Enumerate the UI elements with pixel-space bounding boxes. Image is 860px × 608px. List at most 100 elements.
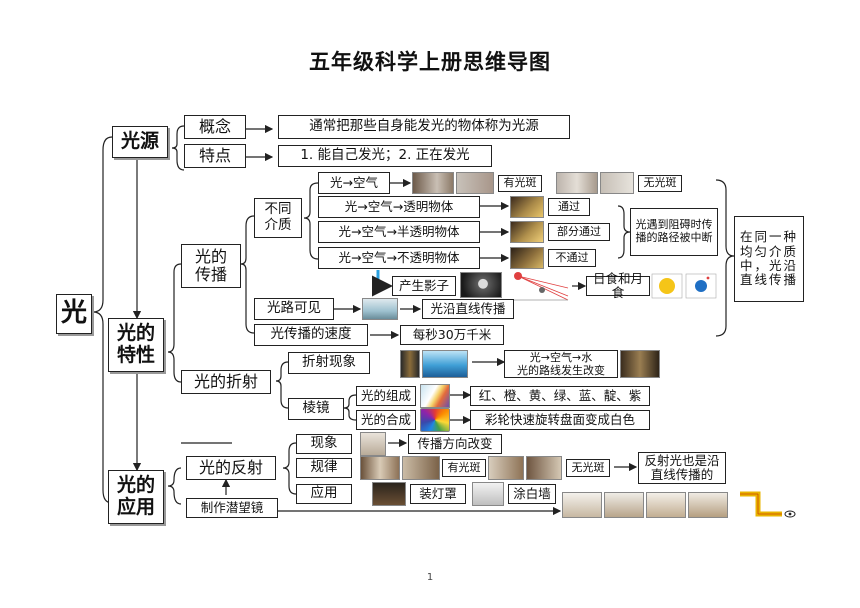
law-photo-1 [360, 456, 400, 480]
reflection-phenomenon-label: 现象 [310, 435, 338, 452]
refraction-photo-3 [620, 350, 660, 378]
spot-yes-text: 有光斑 [503, 176, 537, 190]
light-source-label: 光源 [120, 130, 159, 153]
badge-spot-no: 无光斑 [638, 175, 682, 192]
badge-no-pass: 不通过 [548, 249, 596, 267]
node-light-application: 光的应用 [108, 470, 164, 524]
color-wheel-text: 彩轮快速旋转盘面变成白色 [484, 411, 635, 427]
node-feature: 特点 [184, 144, 246, 168]
badge-spot-yes: 有光斑 [498, 175, 542, 192]
node-medium-transparent: 光→空气→透明物体 [318, 196, 480, 218]
light-synthesis-label: 光的合成 [360, 411, 411, 427]
spot-no-text: 无光斑 [643, 176, 677, 190]
page-title: 五年级科学上册思维导图 [309, 50, 551, 74]
node-conclusion: 在同一种均匀介质中，光沿直线传播 [734, 216, 804, 302]
medium-opaque-label: 光→空气→不透明物体 [338, 249, 460, 265]
node-obstacle: 光遇到阻碍时传播的路径被中断 [630, 208, 718, 256]
node-reflection: 光的反射 [186, 456, 276, 480]
experiment-photo-no-spot [556, 172, 598, 194]
conclusion-text: 在同一种均匀介质中，光沿直线传播 [739, 229, 798, 288]
experiment-photo-no-spot-2 [600, 172, 634, 194]
page-number: 1 [426, 572, 434, 583]
experiment-photo-transparent [510, 196, 544, 218]
node-light-source: 光源 [112, 126, 168, 158]
concept-text: 通常把那些自身能发光的物体称为光源 [309, 118, 539, 135]
law-photo-4 [526, 456, 562, 480]
experiment-photo-translucent [510, 221, 544, 243]
node-periscope: 制作潜望镜 [186, 498, 278, 518]
experiment-photo-air [412, 172, 454, 194]
node-propagation: 光的传播 [181, 244, 241, 288]
refraction-phenomenon-label: 折射现象 [302, 354, 356, 371]
periscope-diagram [740, 491, 796, 518]
node-color-wheel: 彩轮快速旋转盘面变成白色 [470, 410, 650, 430]
sun-earth-illustration [651, 273, 717, 299]
node-light-composition: 光的组成 [356, 386, 416, 406]
color-wheel-photo [420, 408, 450, 432]
white-wall-text: 涂白墙 [513, 485, 551, 501]
refraction-photo-1 [400, 350, 420, 378]
periscope-photo-1 [562, 492, 602, 518]
node-speed: 光传播的速度 [254, 324, 368, 346]
reflection-photo [360, 432, 386, 456]
node-path-visible: 光路可见 [254, 298, 334, 320]
node-straight-line: 光沿直线传播 [422, 299, 514, 319]
node-direction-change: 传播方向改变 [408, 434, 502, 454]
pass-text: 通过 [558, 199, 580, 213]
eclipse-text: 日食和月食 [592, 270, 643, 300]
light-path-photo [362, 298, 398, 320]
colors-text: 红、橙、黄、绿、蓝、靛、紫 [478, 387, 642, 403]
node-feature-text: 1. 能自己发光；2. 正在发光 [278, 145, 492, 167]
root-node: 光 [56, 294, 92, 334]
node-speed-value: 每秒30万千米 [400, 325, 504, 345]
node-eclipse: 日食和月食 [586, 271, 650, 300]
reflection-conclusion-text: 反射光也是沿直线传播的 [644, 452, 720, 482]
straight-line-text: 光沿直线传播 [430, 300, 506, 316]
node-media: 不同介质 [254, 198, 302, 238]
badge-pass: 通过 [548, 198, 590, 216]
badge-partial-pass: 部分通过 [548, 223, 610, 241]
law-spot-yes-text: 有光斑 [447, 460, 481, 474]
experiment-photo-air-2 [456, 172, 494, 194]
refraction-label: 光的折射 [193, 371, 258, 391]
partial-pass-text: 部分通过 [557, 224, 601, 238]
refraction-photo-2 [422, 350, 468, 378]
eclipse-diagram [510, 272, 569, 301]
node-reflection-phenomenon: 现象 [296, 434, 352, 454]
medium-transparent-label: 光→空气→透明物体 [344, 198, 454, 214]
path-visible-label: 光路可见 [267, 300, 321, 317]
node-reflection-apply: 应用 [296, 484, 352, 504]
node-prism: 棱镜 [288, 398, 344, 420]
node-reflection-law: 规律 [296, 458, 352, 478]
node-refraction-phenomenon: 折射现象 [288, 352, 370, 374]
node-colors: 红、橙、黄、绿、蓝、靛、紫 [470, 386, 650, 406]
node-lampshade: 装灯罩 [410, 484, 466, 504]
shadow-text: 产生影子 [398, 277, 449, 293]
node-medium-opaque: 光→空气→不透明物体 [318, 247, 480, 269]
reflection-law-label: 规律 [310, 459, 338, 476]
reflection-label: 光的反射 [198, 457, 263, 477]
white-wall-photo [472, 482, 504, 506]
shadow-photo [460, 272, 502, 298]
refraction-text: 光→空气→水 光的路线发生改变 [517, 350, 605, 377]
media-label: 不同介质 [264, 201, 292, 233]
law-photo-2 [402, 456, 440, 480]
node-concept-text: 通常把那些自身能发光的物体称为光源 [278, 115, 570, 139]
feature-text: 1. 能自己发光；2. 正在发光 [300, 147, 470, 164]
light-application-label: 光的应用 [116, 474, 155, 518]
badge-law-spot-yes: 有光斑 [442, 459, 486, 477]
prism-label: 棱镜 [302, 400, 330, 417]
experiment-photo-opaque [510, 247, 544, 269]
propagation-label: 光的传播 [194, 246, 227, 284]
medium-translucent-label: 光→空气→半透明物体 [338, 223, 460, 239]
node-medium-translucent: 光→空气→半透明物体 [318, 221, 480, 243]
node-medium-air: 光→空气 [318, 172, 390, 194]
light-composition-label: 光的组成 [360, 387, 411, 403]
node-refraction-text: 光→空气→水 光的路线发生改变 [504, 350, 618, 378]
node-white-wall: 涂白墙 [508, 484, 556, 504]
law-photo-3 [488, 456, 524, 480]
light-properties-label: 光的特性 [116, 322, 155, 366]
medium-air-label: 光→空气 [330, 174, 378, 190]
speed-label: 光传播的速度 [270, 326, 352, 343]
node-refraction: 光的折射 [181, 370, 271, 394]
